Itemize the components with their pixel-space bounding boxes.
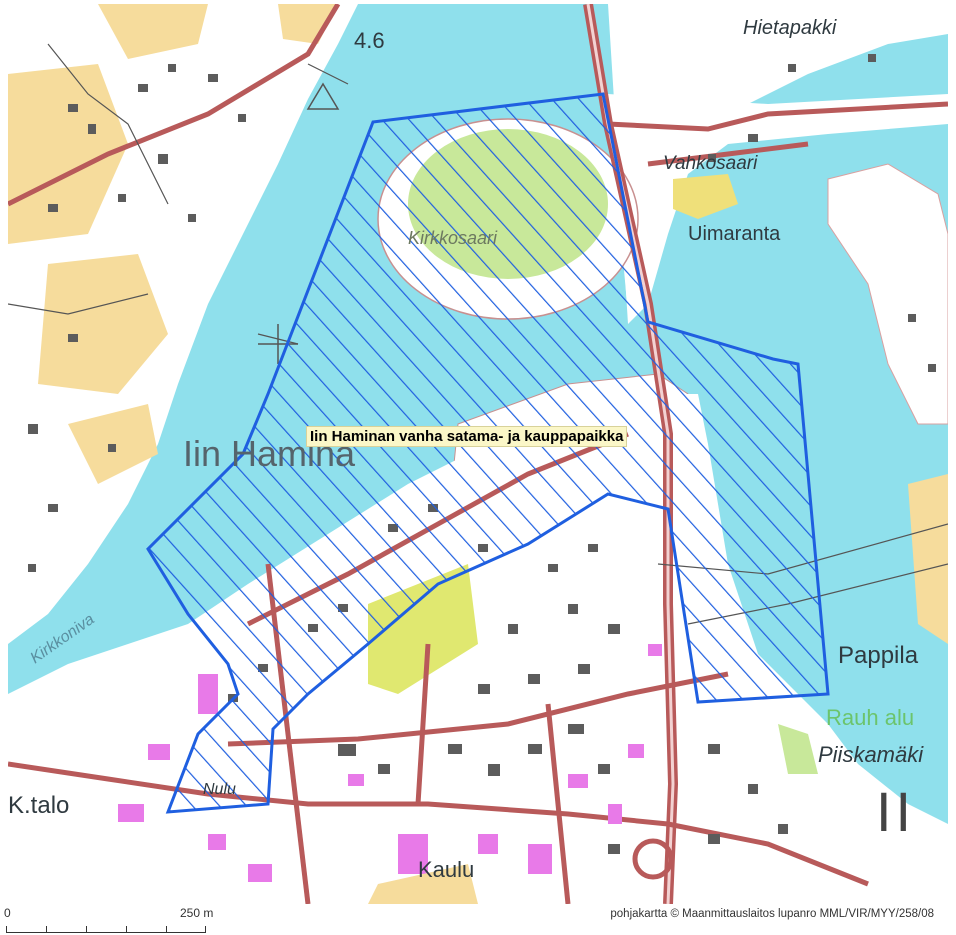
fields-nw-2 [98,4,208,59]
fields-nw-3 [38,254,168,394]
heritage-area-label: Iin Haminan vanha satama- ja kauppapaikk… [306,426,628,447]
roman-marker: II [876,780,916,843]
copyright-notice: pohjakartta © Maanmittauslaitos lupanro … [610,908,934,920]
island-east [827,163,948,425]
label-nulu: Nulu [203,781,236,798]
label-kaulu: Kaulu [418,857,475,882]
scale-bar [6,924,206,933]
heritage-area-polygon[interactable] [146,92,830,814]
rauh-area [778,724,818,774]
map-canvas [8,4,948,904]
label-road-number: 4.6 [354,28,385,53]
label-uimaranta: Uimaranta [688,223,781,245]
label-piiskamaki: Piiskamäki [818,742,924,767]
beach-yellow [673,174,738,219]
triangle-marker [306,82,340,110]
label-hietapaakki: Hietapakki [743,17,837,39]
map-view[interactable]: Hietapakki Vahkosaari Uimaranta Kirkkosa… [8,4,948,904]
land-northeast-strip [608,94,948,314]
scale-zero: 0 [4,906,11,920]
roundabout [632,838,674,880]
fields-east [908,474,948,644]
label-k-talo: K.talo [8,792,70,819]
label-kirkkosaari: Kirkkosaari [408,228,498,248]
fields-nw-5 [278,4,338,44]
label-pappila: Pappila [838,642,919,669]
fields-nw-1 [8,64,128,244]
parking-area [368,864,478,904]
label-rauh-alu: Rauh alu [826,705,915,730]
scale-label: 250 m [180,906,214,920]
label-vahkosaari: Vahkosaari [663,153,758,174]
buildings [28,54,936,854]
map-footer: 0 250 m pohjakartta © Maanmittauslaitos … [0,904,956,935]
